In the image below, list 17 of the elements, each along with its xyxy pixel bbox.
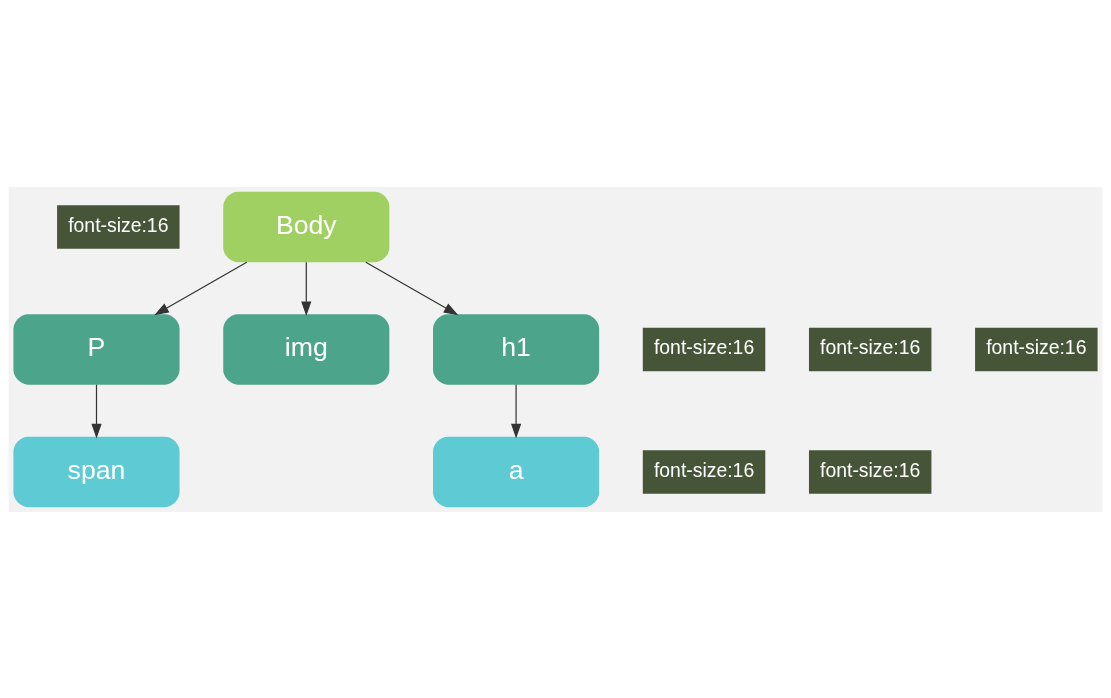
node-box: font-size:16 (808, 327, 932, 371)
node-box: h1 (433, 313, 600, 385)
node-box: a (433, 436, 600, 507)
arrow (91, 383, 102, 438)
arrow (154, 261, 248, 315)
node-box: Body (223, 191, 390, 262)
arrow (511, 383, 522, 438)
arrow (365, 261, 459, 315)
node-box: font-size:16 (57, 204, 180, 249)
node-box: font-size:16 (808, 449, 932, 494)
node-box: font-size:16 (642, 449, 766, 494)
node-box: font-size:16 (642, 327, 766, 371)
node-box: font-size:16 (975, 327, 1098, 371)
node-box: span (13, 436, 180, 507)
node-box: P (13, 313, 180, 385)
node-box: img (223, 313, 390, 385)
arrow (301, 261, 312, 316)
